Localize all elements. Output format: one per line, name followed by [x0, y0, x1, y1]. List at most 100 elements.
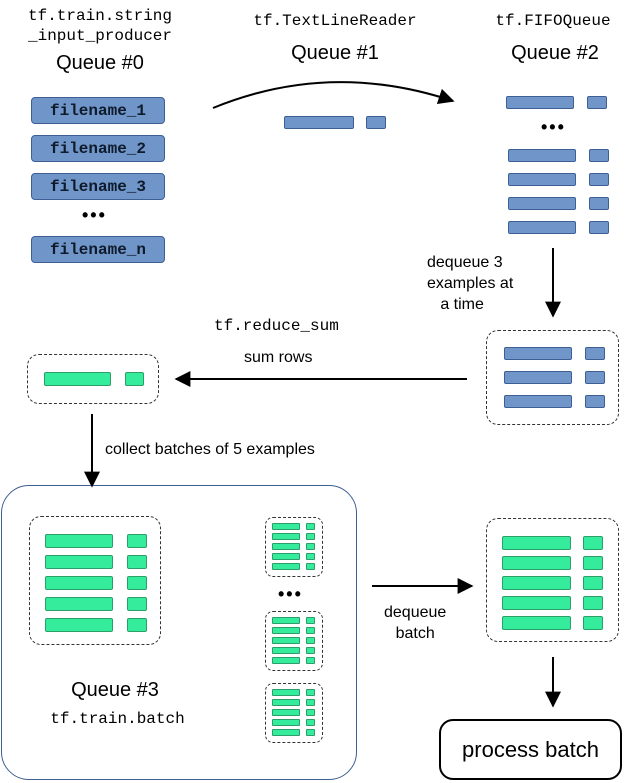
- dequeued-batch-label: [583, 576, 603, 590]
- small-batch-label: [306, 543, 315, 550]
- queue1-record-long: [284, 116, 354, 129]
- batch-label: [127, 597, 147, 611]
- file-item: filename_2: [31, 135, 165, 162]
- queue2-example: [506, 96, 574, 109]
- queue2-label: [589, 197, 609, 210]
- small-batch-label: [306, 709, 315, 716]
- dequeued-batch-example: [502, 576, 571, 590]
- queue2-example: [508, 149, 576, 162]
- dequeued-batch-example: [502, 556, 571, 570]
- small-batch-example: [272, 627, 300, 634]
- small-batch-label: [306, 657, 315, 664]
- summed-row-box: [27, 354, 159, 404]
- queue1-code: tf.TextLineReader: [253, 12, 417, 30]
- reduce-sum-code: tf.reduce_sum: [214, 317, 339, 335]
- batch-example: [45, 534, 113, 548]
- dequeue3-note: dequeue 3 examples at a time: [427, 254, 514, 313]
- arrow-queue0-to-queue2: [212, 81, 455, 109]
- small-batch-example: [272, 709, 300, 716]
- dequeued-batch-label: [583, 556, 603, 570]
- queue2-example: [508, 221, 576, 234]
- collect-note: collect batches of 5 examples: [105, 441, 315, 458]
- file-item: filename_1: [31, 97, 165, 124]
- file-item: filename_n: [31, 236, 165, 263]
- batch-example: [45, 555, 113, 569]
- small-batch-example: [272, 523, 300, 530]
- queue3-title: Queue #3: [71, 679, 159, 701]
- small-batch-label: [306, 647, 315, 654]
- dequeued-batch-label: [583, 596, 603, 610]
- small-batch-label: [306, 553, 315, 560]
- small-batch-example: [272, 699, 300, 706]
- small-batch-label: [306, 729, 315, 736]
- small-batch-label: [306, 637, 315, 644]
- queue3-small-batch: [265, 517, 323, 577]
- dequeued-three-box: [486, 330, 619, 425]
- dequeued-batch-box: [486, 518, 619, 642]
- small-batch-label: [306, 689, 315, 696]
- small-batch-example: [272, 563, 300, 570]
- dequeued-batch-example: [502, 596, 571, 610]
- batch-example: [45, 618, 113, 632]
- small-batch-label: [306, 563, 315, 570]
- small-batch-label: [306, 523, 315, 530]
- dequeued-batch-label: [583, 616, 603, 630]
- small-batch-label: [306, 617, 315, 624]
- small-batch-example: [272, 689, 300, 696]
- small-batch-example: [272, 553, 300, 560]
- small-batch-example: [272, 637, 300, 644]
- summed-example: [44, 372, 111, 386]
- queue2-label: [587, 96, 607, 109]
- queue3-big-batch: [29, 516, 161, 645]
- queue1-title: Queue #1: [291, 42, 379, 64]
- queue2-label: [589, 221, 609, 234]
- small-batch-example: [272, 533, 300, 540]
- batch-label: [127, 534, 147, 548]
- small-batch-example: [272, 543, 300, 550]
- batch-example: [45, 597, 113, 611]
- small-batch-label: [306, 699, 315, 706]
- queue3-small-batch: [265, 611, 323, 671]
- dequeued-example: [504, 347, 572, 360]
- small-batch-example: [272, 657, 300, 664]
- queue3-container: [1, 485, 357, 780]
- dequeued-example: [504, 371, 572, 384]
- small-batch-example: [272, 729, 300, 736]
- small-batch-example: [272, 647, 300, 654]
- dequeued-batch-label: [583, 536, 603, 550]
- dequeued-label: [585, 371, 605, 384]
- queue3-small-batch: [265, 683, 323, 743]
- dequeue-batch-note: dequeue batch: [384, 604, 447, 642]
- small-batch-example: [272, 617, 300, 624]
- queue2-label: [589, 149, 609, 162]
- queue0-code: tf.train.string _input_producer: [27, 7, 173, 45]
- dequeued-batch-example: [502, 616, 571, 630]
- queue2-ellipsis: •••: [541, 117, 566, 137]
- file-item: filename_3: [31, 173, 165, 200]
- small-batch-example: [272, 719, 300, 726]
- queue3-code: tf.train.batch: [50, 710, 185, 728]
- queue2-label: [589, 173, 609, 186]
- process-batch-box: process batch: [439, 719, 622, 780]
- queue1-record-short: [366, 116, 386, 129]
- small-batch-label: [306, 627, 315, 634]
- sum-rows-note: sum rows: [244, 349, 313, 366]
- dequeued-label: [585, 395, 605, 408]
- queue0-title: Queue #0: [56, 52, 144, 74]
- summed-label: [125, 372, 144, 386]
- dequeued-label: [585, 347, 605, 360]
- queue2-code: tf.FIFOQueue: [495, 12, 611, 30]
- queue3-ellipsis: •••: [278, 584, 303, 604]
- batch-label: [127, 618, 147, 632]
- batch-example: [45, 576, 113, 590]
- small-batch-label: [306, 533, 315, 540]
- batch-label: [127, 555, 147, 569]
- queue0-ellipsis: •••: [82, 205, 107, 225]
- small-batch-label: [306, 719, 315, 726]
- queue2-example: [508, 173, 576, 186]
- queue2-title: Queue #2: [511, 42, 599, 64]
- queue2-example: [508, 197, 576, 210]
- dequeued-example: [504, 395, 572, 408]
- dequeued-batch-example: [502, 536, 571, 550]
